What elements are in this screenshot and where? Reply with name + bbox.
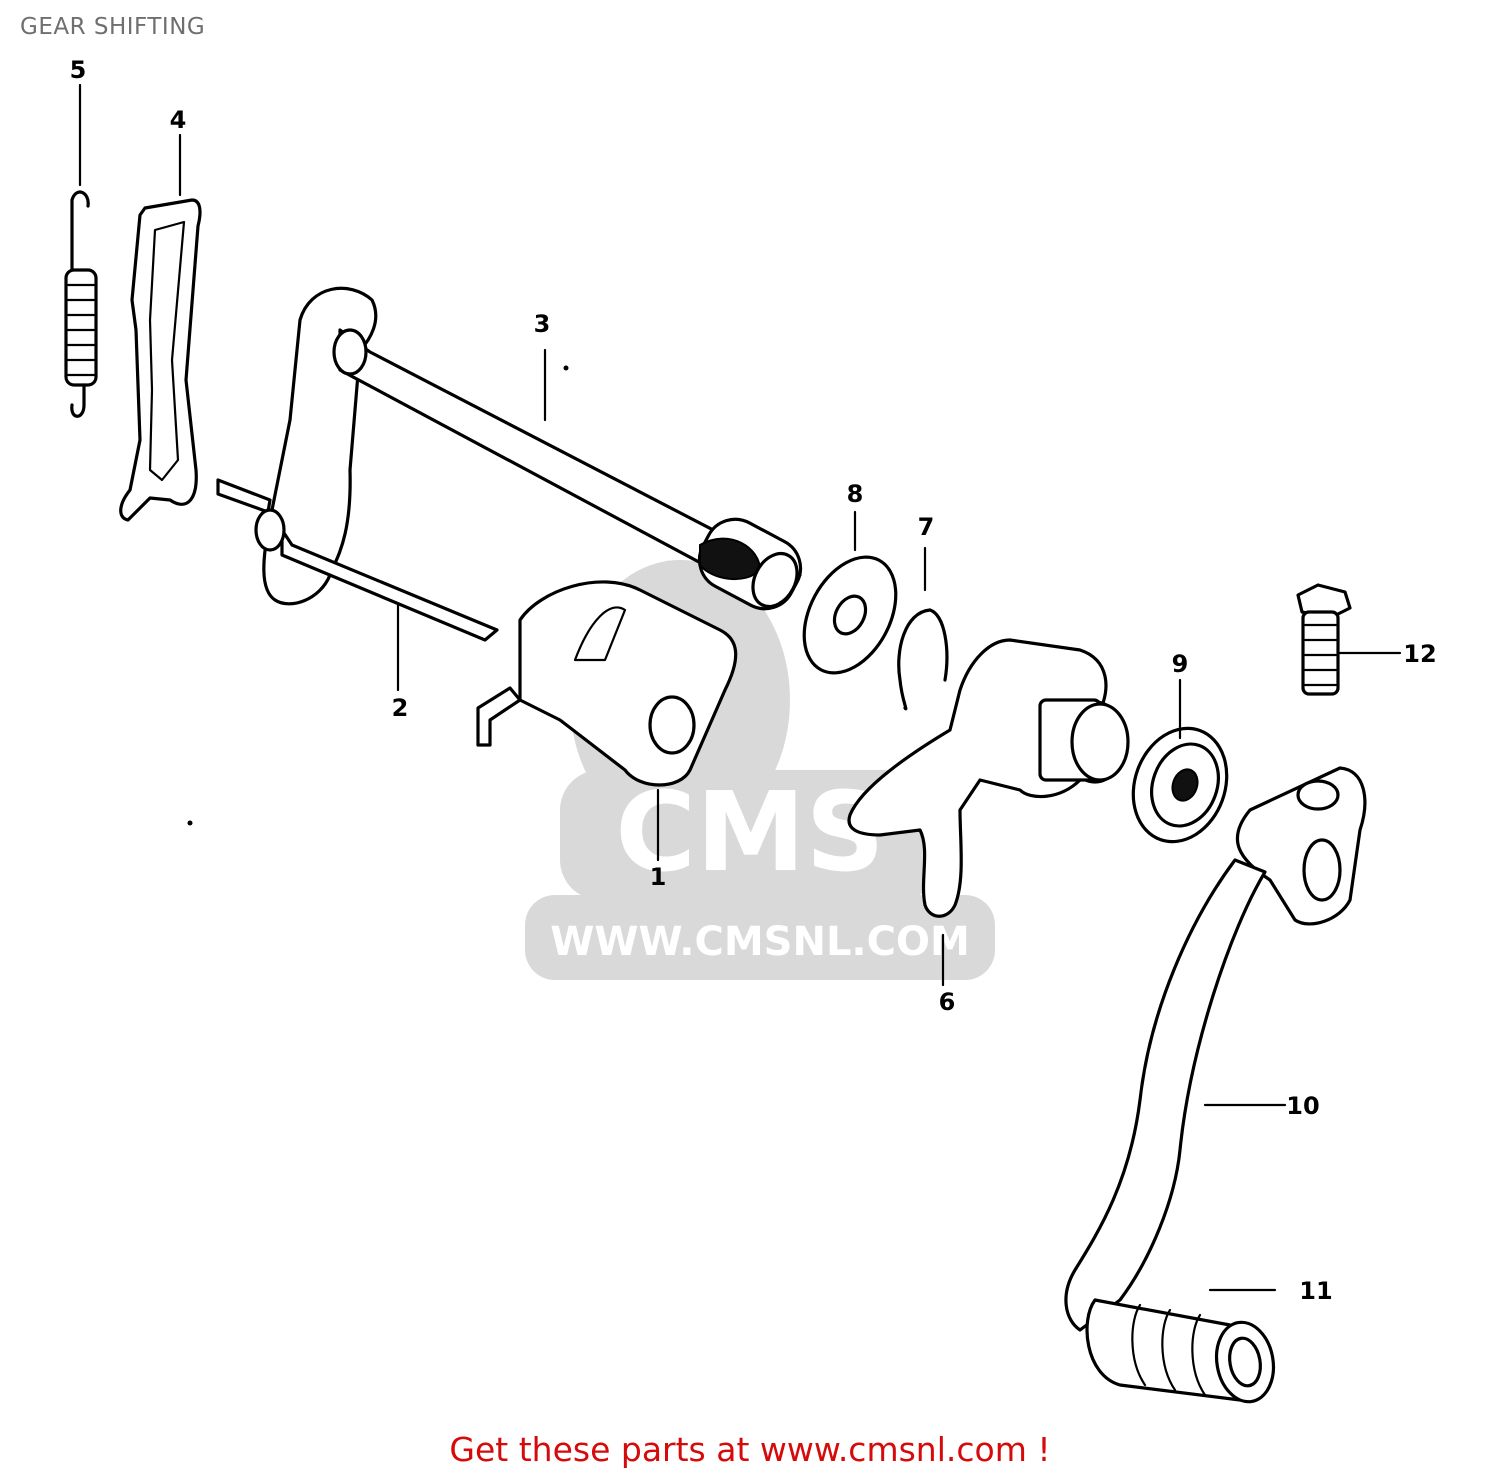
part-2-rod [216,478,499,692]
part-9-oil-seal [1131,678,1229,844]
callout-4: 4 [170,106,187,134]
part-6-shift-fork [847,638,1130,987]
part-3-shift-shaft [262,286,803,611]
callout-10: 10 [1286,1092,1319,1120]
callout-7: 7 [918,513,935,541]
part-12-bolt [1296,583,1402,696]
cms-watermark: CMS WWW.CMSNL.COM [525,560,995,980]
callout-12: 12 [1403,640,1436,668]
part-8-washer [802,510,898,675]
callout-2: 2 [392,694,409,722]
get-parts-link[interactable]: Get these parts at www.cmsnl.com ! [449,1430,1051,1469]
part-10-shift-lever [1064,766,1367,1332]
callout-1: 1 [650,863,667,891]
callout-3: 3 [534,310,551,338]
part-11-lever-rubber [1085,1288,1277,1404]
callout-11: 11 [1299,1277,1332,1305]
callout-9: 9 [1172,650,1189,678]
watermark-logo-text: CMS [615,768,884,896]
part-7-circlip [897,546,949,711]
callout-8: 8 [847,480,864,508]
callout-5: 5 [70,56,87,84]
part-5-spring [64,83,98,418]
watermark-url-text: WWW.CMSNL.COM [550,919,970,965]
page-title: GEAR SHIFTING [20,14,206,40]
part-4-plate [119,133,202,522]
part-1-arm [476,580,738,862]
scan-dot [563,365,569,371]
callout-6: 6 [939,988,956,1016]
scan-dot [187,820,193,826]
